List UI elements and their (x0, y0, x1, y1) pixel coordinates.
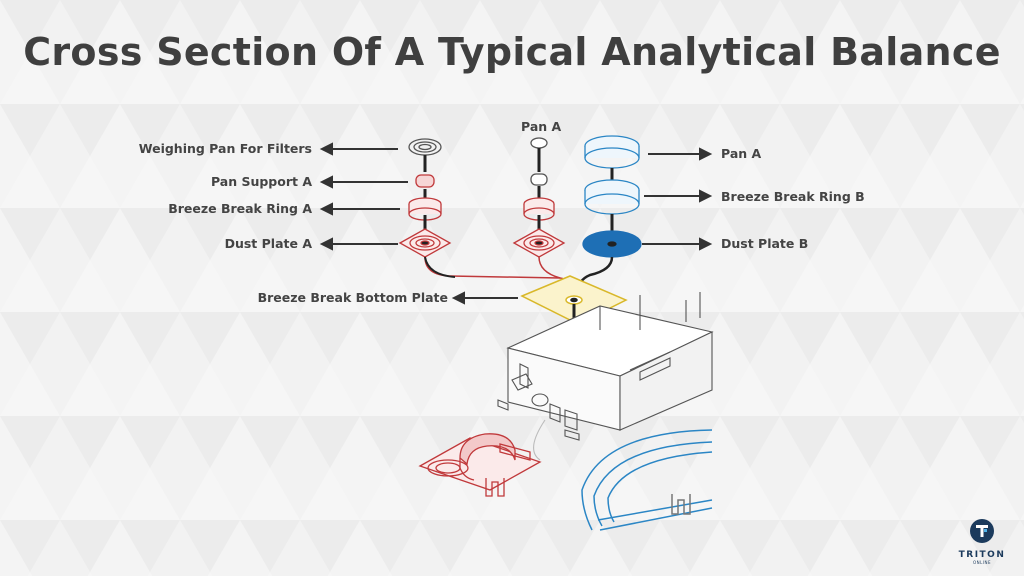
balance-body (497, 292, 714, 461)
label-breeze-break-ring-a: Breeze Break Ring A (168, 201, 312, 216)
arrows-right (642, 147, 713, 251)
label-weighing-pan-for-filters: Weighing Pan For Filters (138, 141, 312, 156)
label-pan-a-right: Pan A (721, 146, 762, 161)
label-breeze-break-ring-b: Breeze Break Ring B (721, 189, 865, 204)
label-dust-plate-b: Dust Plate B (721, 236, 809, 251)
triton-logo: TRITON ONLINE (954, 518, 1010, 565)
blue-cross-section (581, 429, 713, 531)
triton-logo-icon (970, 519, 994, 543)
label-pan-support-a: Pan Support A (210, 174, 312, 189)
red-cross-section (418, 433, 542, 497)
middle-stack (512, 137, 566, 258)
logo-tagline: ONLINE (972, 560, 992, 565)
label-pan-a-top: Pan A (521, 119, 562, 134)
left-stack (398, 138, 452, 258)
page-title: Cross Section Of A Typical Analytical Ba… (23, 30, 1001, 74)
arrows-left (319, 142, 518, 305)
label-dust-plate-a: Dust Plate A (224, 236, 312, 251)
logo-name: TRITON (958, 550, 1006, 560)
right-stack (582, 135, 642, 258)
label-breeze-break-bottom-plate: Breeze Break Bottom Plate (257, 290, 448, 305)
